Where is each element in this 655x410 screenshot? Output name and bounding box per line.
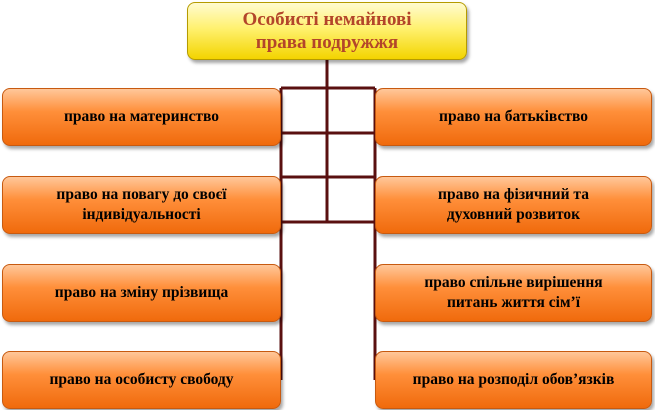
left-node-4: право на особисту свободу: [2, 351, 281, 409]
right-node-3: право спільне вирішення питань життя сім…: [375, 264, 652, 322]
left-node-2-line1: право на повагу до своєї: [56, 186, 227, 203]
left-node-2-line2: індивідуальності: [82, 206, 201, 223]
left-node-4-line1: право на особисту свободу: [49, 371, 234, 388]
right-node-2: право на фізичний та духовний розвиток: [375, 176, 652, 234]
right-node-1-line1: право на батьківство: [439, 108, 588, 125]
right-node-3-line1: право спільне вирішення: [424, 274, 603, 291]
left-node-3: право на зміну прізвища: [2, 264, 281, 322]
right-node-2-line2: духовний розвиток: [446, 206, 581, 223]
right-node-3-line2: питань життя сім’ї: [446, 294, 581, 311]
right-node-4-line1: право на розподіл обов’язків: [412, 371, 615, 388]
root-node: Особисті немайнові права подружжя: [187, 2, 467, 60]
root-node-line2: права подружжя: [255, 32, 399, 53]
right-node-2-line1: право на фізичний та: [438, 186, 589, 203]
left-node-3-line1: право на зміну прізвища: [54, 284, 229, 301]
left-node-1: право на материнство: [2, 88, 281, 146]
root-node-line1: Особисті немайнові: [242, 9, 412, 30]
right-node-4: право на розподіл обов’язків: [375, 351, 652, 409]
left-node-2: право на повагу до своєї індивідуальност…: [2, 176, 281, 234]
left-node-1-line1: право на материнство: [63, 108, 220, 125]
right-node-1: право на батьківство: [375, 88, 652, 146]
